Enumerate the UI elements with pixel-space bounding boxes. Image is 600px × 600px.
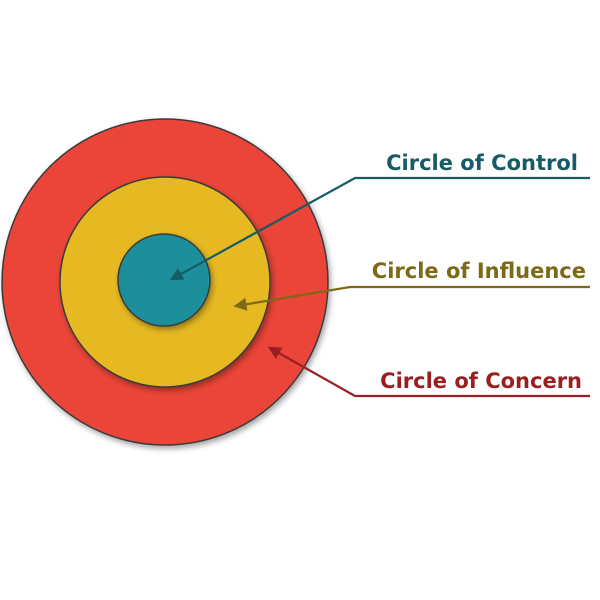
influence-connector — [233, 285, 590, 311]
label-circle-of-control: Circle of Control — [386, 151, 578, 175]
circle-of-control-shape — [117, 233, 211, 327]
label-circle-of-influence: Circle of Influence — [372, 259, 586, 283]
control-connector — [169, 176, 590, 281]
concern-connector — [267, 346, 590, 398]
label-circle-of-concern: Circle of Concern — [380, 369, 582, 393]
